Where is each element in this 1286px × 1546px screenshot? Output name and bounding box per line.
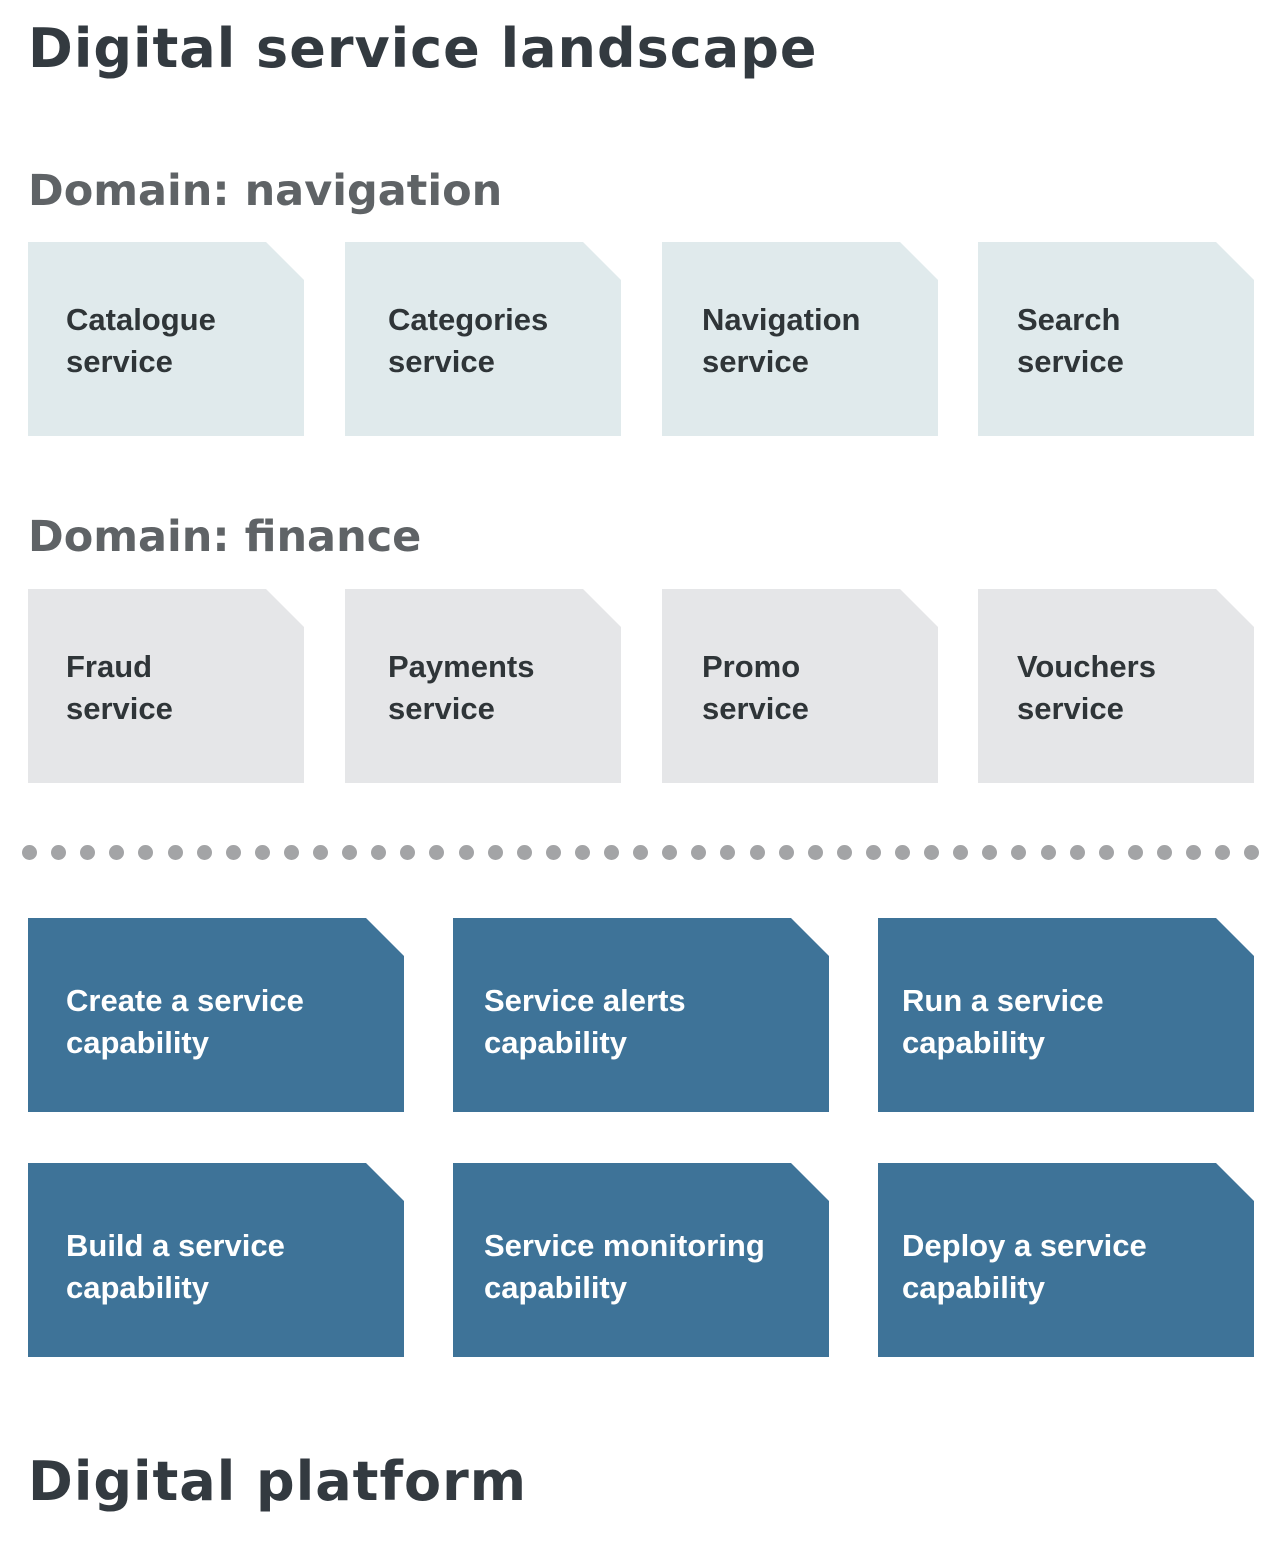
divider-dot — [982, 845, 998, 860]
divider-dot — [371, 845, 387, 860]
card-label-line-1: Search — [1017, 302, 1121, 337]
divider-dot — [545, 845, 561, 860]
card-label-line-2: service — [66, 344, 173, 379]
divider-dot — [196, 845, 212, 860]
divider-dot — [1011, 845, 1027, 860]
divider-dot — [400, 845, 416, 860]
divider-dot — [1127, 845, 1143, 860]
divider-dot — [516, 845, 532, 860]
divider-dot — [283, 845, 299, 860]
promo-service-card: Promo service — [662, 589, 938, 783]
domain-heading-navigation: Domain: navigation — [28, 166, 503, 216]
divider-dot — [225, 845, 241, 860]
divider-dot — [1215, 845, 1231, 860]
card-label-line-2: capability — [902, 1025, 1045, 1060]
divider-dot — [836, 845, 852, 860]
service-alerts-capability-card: Service alerts capability — [453, 918, 829, 1112]
card-label-line-1: Deploy a service — [902, 1228, 1147, 1263]
card-label-line-1: Payments — [388, 649, 535, 684]
divider-dot — [807, 845, 823, 860]
card-label-line-2: capability — [902, 1270, 1045, 1305]
card-label-line-2: capability — [66, 1270, 209, 1305]
categories-service-card: Categories service — [345, 242, 621, 436]
create-capability-card: Create a service capability — [28, 918, 404, 1112]
divider-dot — [895, 845, 910, 860]
divider-dot — [342, 845, 358, 860]
divider-dot — [80, 845, 96, 860]
card-label-line-1: Catalogue — [66, 302, 216, 337]
search-service-card: Search service — [978, 242, 1254, 436]
card-label-line-1: Service monitoring — [484, 1228, 765, 1263]
divider-dot — [429, 845, 445, 860]
card-label-line-2: capability — [484, 1025, 627, 1060]
run-capability-card: Run a service capability — [878, 918, 1254, 1112]
card-label-line-2: service — [66, 691, 173, 726]
divider-dot — [633, 845, 649, 860]
divider-dot — [458, 845, 474, 860]
divider-dot — [604, 845, 619, 860]
card-label-line-1: Build a service — [66, 1228, 285, 1263]
divider-dot — [1244, 845, 1260, 860]
card-label-line-1: Categories — [388, 302, 549, 337]
card-label-line-2: capability — [484, 1270, 627, 1305]
divider-dot — [109, 845, 125, 860]
card-label-line-2: service — [1017, 344, 1124, 379]
fraud-service-card: Fraud service — [28, 589, 304, 783]
card-label-line-1: Promo — [702, 649, 801, 684]
divider-dot — [1156, 845, 1172, 860]
divider-dot — [662, 845, 678, 860]
domain-heading-finance: Domain: finance — [28, 512, 422, 562]
divider-dot — [691, 845, 707, 860]
divider-dot — [313, 845, 328, 860]
divider-dot — [167, 845, 183, 860]
payments-service-card: Payments service — [345, 589, 621, 783]
divider-dot — [1098, 845, 1114, 860]
divider-dot — [254, 845, 270, 860]
card-label-line-2: service — [388, 691, 495, 726]
divider-dot — [749, 845, 765, 860]
build-capability-card: Build a service capability — [28, 1163, 404, 1357]
divider-dot — [953, 845, 969, 860]
card-label-line-1: Vouchers — [1017, 649, 1156, 684]
divider-dot — [778, 845, 794, 860]
card-label-line-1: Navigation — [702, 302, 861, 337]
card-label-line-1: Fraud — [66, 649, 153, 684]
card-label-line-1: Service alerts — [484, 983, 686, 1018]
deploy-capability-card: Deploy a service capability — [878, 1163, 1254, 1357]
platform-title: Digital platform — [28, 1450, 527, 1513]
landscape-title: Digital service landscape — [28, 17, 818, 80]
divider-dot — [865, 845, 881, 860]
divider-dot — [1186, 845, 1201, 860]
navigation-service-card: Navigation service — [662, 242, 938, 436]
divider-dot — [22, 845, 37, 860]
card-label-line-2: service — [388, 344, 495, 379]
divider-dot — [487, 845, 503, 860]
card-label-line-2: capability — [66, 1025, 209, 1060]
divider-dot — [720, 845, 736, 860]
divider-dot — [1040, 845, 1056, 860]
card-label-line-1: Create a service — [66, 983, 304, 1018]
vouchers-service-card: Vouchers service — [978, 589, 1254, 783]
card-label-line-2: service — [1017, 691, 1124, 726]
divider-dot — [51, 845, 67, 860]
card-label-line-2: service — [702, 691, 809, 726]
card-label-line-2: service — [702, 344, 809, 379]
divider-dot — [924, 845, 940, 860]
catalogue-service-card: Catalogue service — [28, 242, 304, 436]
divider-dot — [574, 845, 590, 860]
service-monitoring-capability-card: Service monitoring capability — [453, 1163, 829, 1357]
card-label-line-1: Run a service — [902, 983, 1104, 1018]
divider-dot — [1069, 845, 1085, 860]
divider-dot — [138, 845, 154, 860]
